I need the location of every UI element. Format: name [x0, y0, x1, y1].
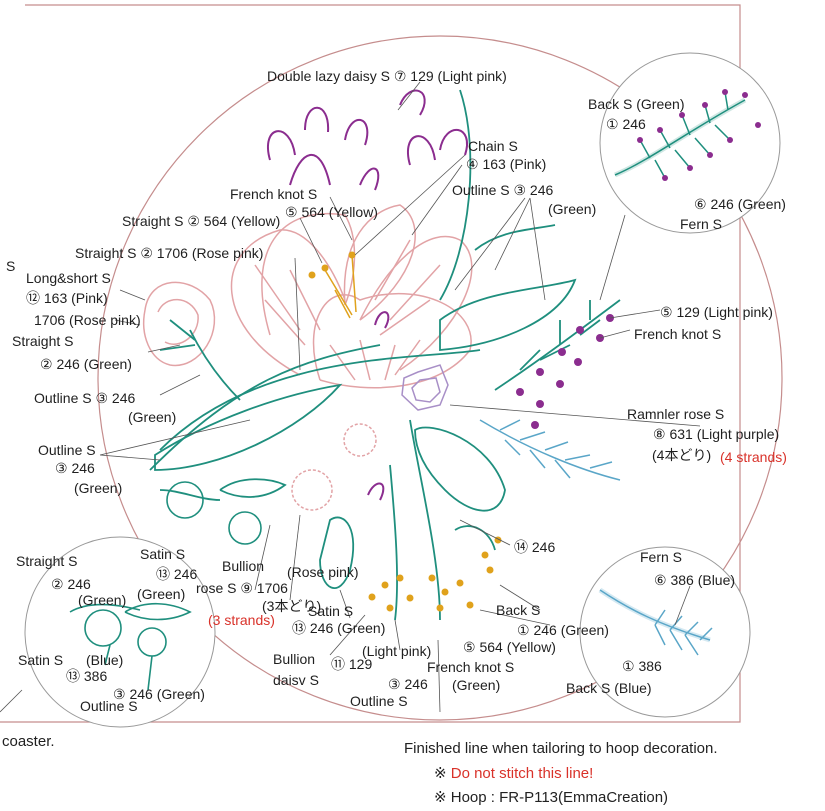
label-outline-left-color: (Green) [128, 409, 177, 425]
label-chain-s-num: ④ 163 (Pink) [466, 156, 547, 172]
note-hoop: ※ Hoop : FR-P113(EmmaCreation) [434, 789, 669, 806]
label-satin-bl: Satin S [140, 546, 186, 562]
label-outline-low-color: (Green) [74, 480, 123, 496]
label-french-knot-pink: ⑤ 129 (Light pink) [660, 304, 773, 320]
label-chain-s: Chain S [468, 138, 518, 154]
label-french-knot-bottom-color: (Green) [452, 677, 501, 693]
label-long-short-num: ⑫ 163 (Pink) [26, 290, 108, 306]
label-ramnler-strands-jp: (4本どり) [652, 447, 712, 463]
stems-leaves [149, 89, 621, 621]
stamens [324, 254, 357, 319]
label-246-14: ⑭ 246 [514, 539, 556, 555]
label-straight-bl-color: (Green) [78, 592, 127, 608]
label-left-s: S [6, 258, 16, 274]
inset-circle-fern-blue [579, 546, 751, 718]
yellow-french-knots [368, 536, 502, 612]
label-french-knot-s-right: French knot S [634, 326, 722, 342]
label-straight-green-num: ② 246 (Green) [40, 356, 132, 372]
note-mark: ※ [434, 765, 447, 782]
ramnler-rose [401, 364, 449, 411]
label-satin-blue: Satin S [18, 652, 64, 668]
label-back-s-green-num: ① 246 [606, 116, 646, 132]
label-light-pink: (Light pink) [362, 643, 432, 659]
note-do-not-stitch-text: Do not stitch this line! [450, 765, 594, 782]
label-rose-pink: (Rose pink) [287, 564, 359, 580]
stamen-knots [308, 251, 356, 279]
coaster-frame [0, 4, 741, 723]
label-fern-blue-num: ⑥ 386 (Blue) [654, 572, 736, 588]
label-ramnler-strands: (4 strands) [720, 449, 787, 465]
inset-fern-knots [637, 89, 761, 181]
label-bullion-daisy-num: ⑪ 129 [331, 656, 373, 672]
blue-fern [479, 419, 621, 481]
label-coaster: coaster. [2, 733, 55, 750]
label-outline-s-top: Outline S ③ 246 [452, 182, 554, 198]
berries-main [166, 481, 262, 545]
label-double-lazy-daisy: Double lazy daisy S ⑦ 129 (Light pink) [267, 68, 507, 84]
inset-circle-fern-green [599, 52, 781, 234]
label-outline-s-top-color: (Green) [548, 201, 597, 217]
label-back-s-green: Back S (Green) [588, 96, 685, 112]
inset-fern-green [614, 91, 747, 179]
label-satin-blue-num: ⑬ 386 [66, 668, 108, 684]
lily-flower [230, 204, 473, 389]
label-back-s-mid: Back S [496, 602, 541, 618]
label-bullion-daisy-s: daisv S [273, 672, 319, 688]
label-ramnler-rose: Ramnler rose S [627, 406, 725, 422]
label-bullion-rose-strands: (3 strands) [208, 612, 275, 628]
label-satin-mid: Satin S [308, 603, 354, 619]
label-bullion-daisy: Bullion [273, 651, 316, 667]
hoop-circle [97, 35, 783, 721]
label-bullion-rose: Bullion [222, 558, 265, 574]
label-french-knot-yellow-num: ⑤ 564 (Yellow) [285, 204, 378, 220]
label-bullion-rose-s: rose S ⑨ 1706 [196, 580, 288, 596]
leader-lines [0, 81, 701, 713]
note-finished-line: Finished line when tailoring to hoop dec… [404, 740, 718, 757]
label-ramnler-rose-num: ⑧ 631 (Light purple) [653, 426, 780, 442]
label-long-short: Long&short S [26, 270, 111, 286]
label-outline-bottom-num: ③ 246 [388, 676, 428, 692]
label-french-knot-bottom: French knot S [427, 659, 515, 675]
label-satin-bl-color: (Green) [137, 586, 186, 602]
label-straight-564: Straight S ② 564 (Yellow) [122, 213, 281, 229]
label-fern-s-blue: Fern S [640, 549, 683, 565]
label-satin-bl-num: ⑬ 246 [156, 566, 198, 582]
label-straight-1706: Straight S ② 1706 (Rose pink) [75, 245, 264, 261]
label-straight-bl-num: ② 246 [51, 576, 91, 592]
label-fern-green: ⑥ 246 (Green) [694, 196, 786, 212]
label-fern-s-top: Fern S [680, 216, 723, 232]
label-long-short-rose: 1706 (Rose pink) [34, 312, 141, 328]
bullion-roses [291, 423, 377, 511]
label-straight-bl: Straight S [16, 553, 78, 569]
label-back-s-mid-num: ① 246 (Green) [517, 622, 609, 638]
lazy-daisy-sprigs [267, 89, 468, 501]
label-back-blue-num: ① 386 [622, 658, 662, 674]
label-satin-blue-color: (Blue) [86, 652, 124, 668]
note-do-not-stitch: ※ Do not stitch this line! [434, 765, 593, 783]
label-outline-left: Outline S ③ 246 [34, 390, 136, 406]
inset-berries [69, 602, 192, 691]
label-satin-mid-num: ⑬ 246 (Green) [292, 620, 386, 636]
label-bullion-rose-strands-jp: (3本どり) [262, 598, 322, 614]
label-outline-low: Outline S [38, 442, 96, 458]
label-back-s-blue: Back S (Blue) [566, 680, 652, 696]
label-straight-green: Straight S [12, 333, 74, 349]
label-outline-bottom: Outline S [350, 693, 408, 709]
label-outline-bl-num: ③ 246 (Green) [113, 686, 205, 702]
label-french-knot-564: ⑤ 564 (Yellow) [463, 639, 556, 655]
label-french-knot-yellow: French knot S [230, 186, 318, 202]
rose-bud [143, 281, 216, 367]
label-outline-low-num: ③ 246 [55, 460, 95, 476]
label-outline-bl: Outline S [80, 698, 138, 714]
